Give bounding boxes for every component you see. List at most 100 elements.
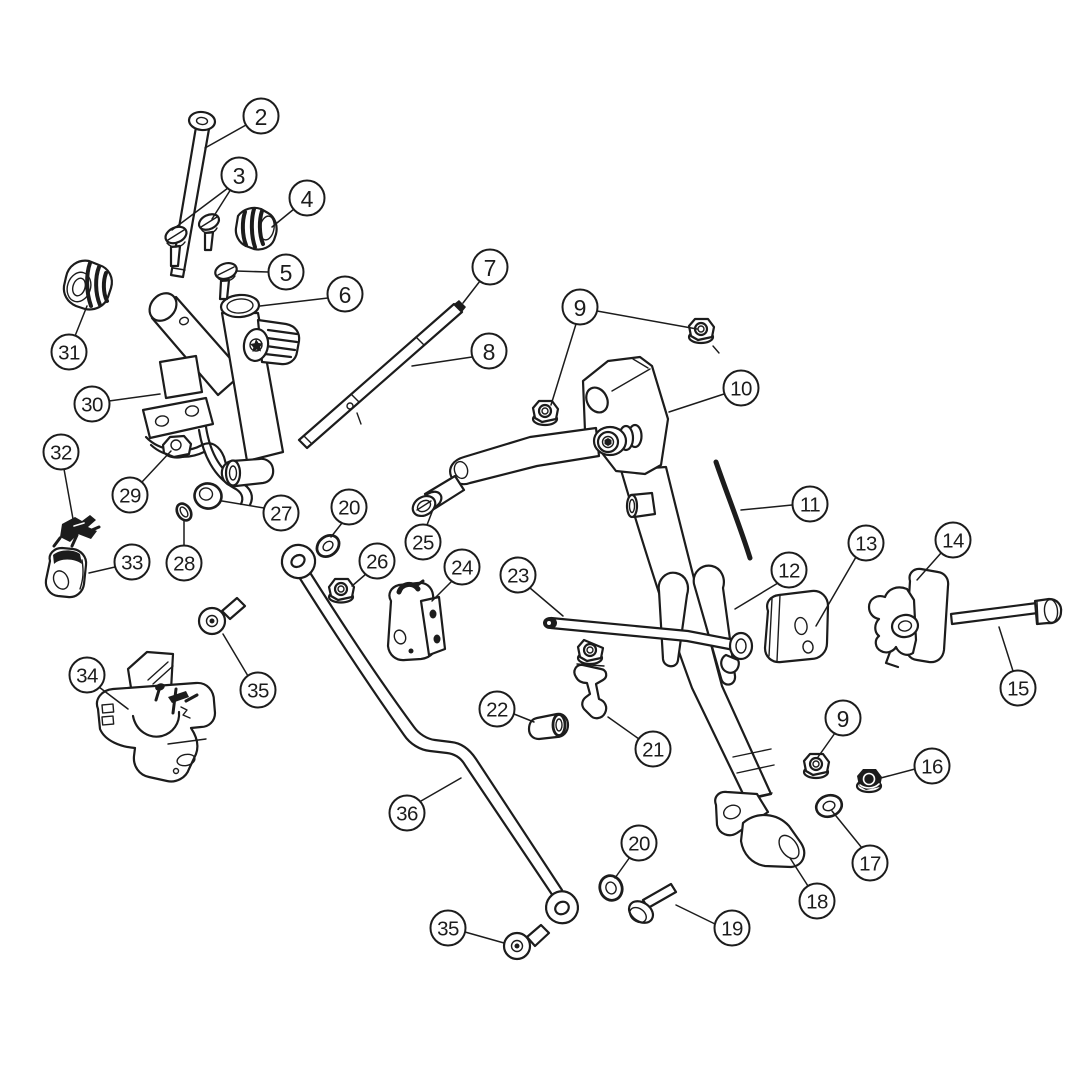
part-33-rubber-bushing xyxy=(44,546,88,599)
part-15-bolt xyxy=(949,597,1063,626)
callout-12: 12 xyxy=(734,551,808,610)
leader-line xyxy=(63,468,74,520)
callout-number: 34 xyxy=(76,665,98,688)
callout-number: 3 xyxy=(233,163,246,189)
leader-line xyxy=(98,686,129,710)
callout-13: 13 xyxy=(815,524,885,627)
callout-24: 24 xyxy=(431,548,481,602)
part-9-hex-nut-bottom xyxy=(802,752,831,780)
hex-nut-center xyxy=(576,638,605,667)
callout-circle xyxy=(68,656,106,694)
callout-circle xyxy=(262,494,300,532)
callout-circle xyxy=(851,844,889,882)
callout-circle xyxy=(471,248,509,286)
callout-number: 30 xyxy=(81,394,103,417)
leader-line xyxy=(235,270,269,273)
part-35-button-screw-upper xyxy=(197,596,247,636)
callout-29: 29 xyxy=(111,450,172,514)
callout-9: 9 xyxy=(550,288,698,406)
callout-number: 36 xyxy=(396,803,418,826)
callout-circle xyxy=(42,433,80,471)
part-5-screw xyxy=(214,261,238,301)
callout-number: 19 xyxy=(721,918,743,941)
part-4-knurled-bumper xyxy=(234,206,278,251)
leader-line xyxy=(462,280,481,304)
callout-number: 17 xyxy=(859,853,881,876)
callout-number: 26 xyxy=(366,551,388,574)
leader-line xyxy=(529,587,564,617)
callout-30: 30 xyxy=(73,385,161,423)
leader-line xyxy=(330,522,343,538)
callout-number: 23 xyxy=(507,565,529,588)
leader-line xyxy=(411,356,473,367)
part-20-washer-left xyxy=(315,533,341,559)
callout-number: 16 xyxy=(921,756,943,779)
part-11-spring-pin xyxy=(713,459,753,561)
callout-circle xyxy=(113,543,151,581)
callout-circle xyxy=(388,794,426,832)
part-27-washer xyxy=(193,482,223,510)
callout-circle xyxy=(358,542,396,580)
leader-line xyxy=(607,716,640,740)
callout-number: 20 xyxy=(628,833,650,856)
leader-line xyxy=(675,904,716,925)
callout-number: 7 xyxy=(484,255,497,281)
part-14-clamp-bracket xyxy=(867,567,950,669)
part-34-clamp-casting xyxy=(95,650,217,783)
callout-circle xyxy=(330,488,368,526)
callout-circle xyxy=(443,548,481,586)
callout-number: 20 xyxy=(338,497,360,520)
callout-number: 9 xyxy=(837,706,850,732)
part-16-flanged-locknut xyxy=(855,769,883,794)
callout-number: 35 xyxy=(437,918,459,941)
part-26-flanged-nut xyxy=(327,577,356,604)
leader-line xyxy=(668,393,725,413)
callout-circle xyxy=(73,385,111,423)
callout-number: 21 xyxy=(642,739,664,762)
callout-11: 11 xyxy=(740,485,829,523)
stand-arm xyxy=(449,426,601,486)
leader-line xyxy=(171,187,229,231)
leader-line xyxy=(420,777,462,802)
part-21-switch-bracket xyxy=(573,663,608,720)
callout-23: 23 xyxy=(499,556,564,617)
callout-number: 32 xyxy=(50,442,72,465)
parts-artwork xyxy=(44,110,1063,961)
callout-33: 33 xyxy=(88,543,151,581)
callout-18: 18 xyxy=(789,857,836,920)
leader-line xyxy=(734,582,779,610)
callout-number: 33 xyxy=(121,552,143,575)
callout-number: 4 xyxy=(301,186,314,212)
part-35-button-screw-lower xyxy=(502,923,551,961)
callout-number: 25 xyxy=(412,532,434,555)
part-12-rod-joint xyxy=(720,631,754,674)
leader-line xyxy=(789,857,809,887)
callout-16: 16 xyxy=(876,747,951,785)
callout-number: 35 xyxy=(247,680,269,703)
callout-number: 28 xyxy=(173,553,195,576)
leader-line xyxy=(88,566,116,574)
leader-line xyxy=(740,504,793,511)
callout-circle xyxy=(634,730,672,768)
leader-line xyxy=(550,323,577,406)
callout-circle xyxy=(791,485,829,523)
callout-31: 31 xyxy=(50,305,88,371)
part-10-stand-leg-assembly xyxy=(449,355,806,869)
callout-20: 20 xyxy=(330,488,368,538)
callout-circle xyxy=(220,156,258,194)
callout-28: 28 xyxy=(165,520,203,582)
callout-circle xyxy=(470,332,508,370)
part-25-pivot-pin xyxy=(411,474,466,518)
callout-22: 22 xyxy=(478,690,535,728)
callout-21: 21 xyxy=(607,716,672,768)
callout-circle xyxy=(999,669,1037,707)
callout-circle xyxy=(847,524,885,562)
callout-circle xyxy=(242,97,280,135)
callout-circle xyxy=(404,523,442,561)
callout-circle xyxy=(267,253,305,291)
leader-line xyxy=(815,556,857,627)
callout-32: 32 xyxy=(42,433,80,520)
callout-27: 27 xyxy=(221,494,300,532)
